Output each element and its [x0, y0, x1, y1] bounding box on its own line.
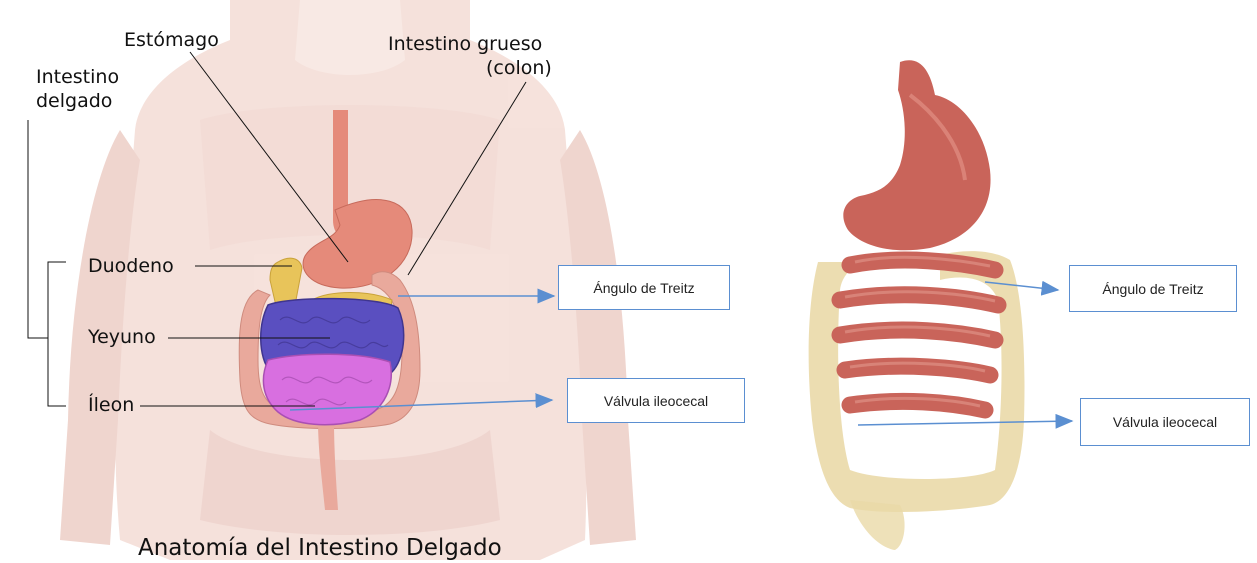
label-duodeno: Duodeno	[88, 255, 174, 277]
label-yeyuno: Yeyuno	[88, 326, 156, 348]
callout-valvula-ileocecal-right: Válvula ileocecal	[1080, 398, 1250, 446]
right-intestine-illustration	[809, 60, 1025, 550]
label-intestino-delgado-1: Intestino	[36, 66, 119, 88]
label-estomago: Estómago	[124, 29, 219, 51]
figure-caption: Anatomía del Intestino Delgado	[138, 535, 502, 561]
label-ileon: Íleon	[88, 394, 134, 416]
ileum-shape	[263, 354, 391, 424]
callout-valvula-ileocecal-left: Válvula ileocecal	[567, 378, 745, 423]
callout-angulo-treitz-right: Ángulo de Treitz	[1069, 265, 1237, 312]
callout-angulo-treitz-left: Ángulo de Treitz	[558, 265, 730, 310]
label-intestino-delgado-2: delgado	[36, 90, 112, 112]
arrow-ileocecal-right	[858, 421, 1072, 425]
label-intestino-grueso-1: Intestino grueso	[388, 33, 542, 55]
label-intestino-grueso-2: (colon)	[486, 57, 552, 79]
